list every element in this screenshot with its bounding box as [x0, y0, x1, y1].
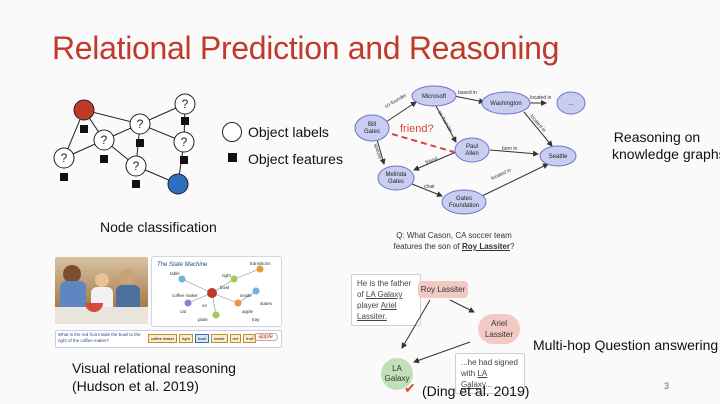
- unknown-label: ?: [181, 135, 188, 149]
- chip: right: [179, 334, 193, 343]
- kg-caption-line2: knowledge graphs: [612, 146, 720, 162]
- legend-square-icon: [228, 153, 237, 162]
- labeled-node-red: [73, 99, 95, 121]
- check-icon: ✔: [404, 380, 416, 396]
- svg-text:on: on: [202, 303, 208, 308]
- unknown-label: ?: [101, 133, 108, 147]
- kg-edge-located-in-2: located in: [528, 113, 546, 133]
- mh-citation: (Ding et al. 2019): [422, 383, 530, 399]
- page-number: 3: [664, 381, 670, 391]
- svg-text:right: right: [222, 273, 232, 278]
- vr-caption-line1: Visual relational reasoning: [72, 360, 236, 376]
- state-machine-title: The State Machine: [157, 262, 208, 268]
- legend-circle-icon: [222, 122, 242, 142]
- vr-caption-line2: (Hudson et al. 2019): [72, 378, 199, 394]
- unknown-label: ?: [137, 117, 144, 131]
- kg-edge-located-in-3: located in: [490, 167, 512, 182]
- chip: coffee maker: [148, 334, 178, 343]
- kg-node-ellipsis: ...: [568, 101, 573, 107]
- unknown-label: ?: [61, 151, 68, 165]
- svg-text:states: states: [260, 301, 273, 306]
- chip: bowl: [194, 334, 210, 343]
- kg-edge-born-in: born in: [502, 146, 518, 152]
- svg-text:table: table: [170, 271, 180, 276]
- node-classification-caption: Node classification: [100, 219, 217, 235]
- feature-squares: [60, 117, 189, 188]
- labeled-node-blue: [167, 173, 189, 195]
- mh-node-roy: Roy Lassiter: [418, 281, 468, 298]
- node-classification-graph: ? ? ? ? ? ?: [53, 93, 196, 195]
- state-machine-panel: The State Machine table bowl right trans…: [151, 256, 282, 327]
- svg-text:coffee maker: coffee maker: [172, 293, 198, 298]
- friend-query-edge: [391, 133, 455, 153]
- mh-caption: Multi-hop Question answering: [533, 337, 719, 353]
- svg-text:cat: cat: [180, 309, 187, 314]
- svg-text:inside: inside: [240, 293, 252, 298]
- vqa-answer: apple: [253, 333, 278, 341]
- kg-edge-located-in: located in: [530, 95, 552, 101]
- kg-edge-chair: chair: [424, 184, 435, 190]
- kg-caption-line1: Reasoning on: [613, 129, 701, 145]
- kg-friend-query: friend?: [400, 123, 434, 135]
- kg-edge-co-founder: co-founder: [384, 92, 408, 109]
- mh-evidence-2: ...he had signed with LA Galaxy...: [455, 353, 525, 394]
- vqa-question-bar: What is the red fruit inside the bowl to…: [55, 330, 282, 348]
- vqa-chips: coffee maker right bowl inside red fruit: [148, 334, 256, 343]
- kg-caption: Reasoning on knowledge graphs: [612, 129, 720, 163]
- kg-edge-based-in: based in: [458, 90, 477, 96]
- unknown-label: ?: [133, 159, 140, 173]
- chip: red: [229, 334, 242, 343]
- kg-node-microsoft: Microsoft: [422, 94, 447, 100]
- kg-node-washington: Washington: [490, 101, 521, 107]
- svg-text:plate: plate: [198, 317, 208, 322]
- svg-text:bowl: bowl: [220, 285, 229, 290]
- mh-node-ariel: Ariel Lassiter: [478, 314, 520, 344]
- svg-text:transitions: transitions: [250, 261, 271, 266]
- legend-object-labels: Object labels: [248, 124, 329, 140]
- mh-evidence-1: He is the father of LA Galaxy player Ari…: [351, 274, 421, 326]
- mh-node-la-galaxy: LA Galaxy: [381, 358, 413, 390]
- mh-question: Q: What Cason, CA soccer team features t…: [393, 231, 515, 251]
- legend-object-features: Object features: [248, 151, 343, 167]
- kg-edge-friend: friend: [425, 156, 439, 166]
- kg-node-seattle: Seattle: [549, 154, 568, 160]
- slide-title: Relational Prediction and Reasoning: [52, 30, 560, 66]
- family-photo: [55, 257, 148, 324]
- svg-text:tray: tray: [252, 317, 260, 322]
- kg-edge-co-founder-2: co-founder: [436, 110, 453, 134]
- unlabeled-nodes: [53, 93, 196, 177]
- unknown-label: ?: [182, 97, 189, 111]
- svg-text:apple: apple: [242, 309, 254, 314]
- mh-graph-edges: [401, 299, 475, 364]
- kg-edge-spouse: spouse: [372, 143, 383, 160]
- vqa-question: What is the red fruit inside the bowl to…: [58, 332, 141, 343]
- vr-caption: Visual relational reasoning (Hudson et a…: [72, 359, 236, 395]
- chip: inside: [211, 334, 228, 343]
